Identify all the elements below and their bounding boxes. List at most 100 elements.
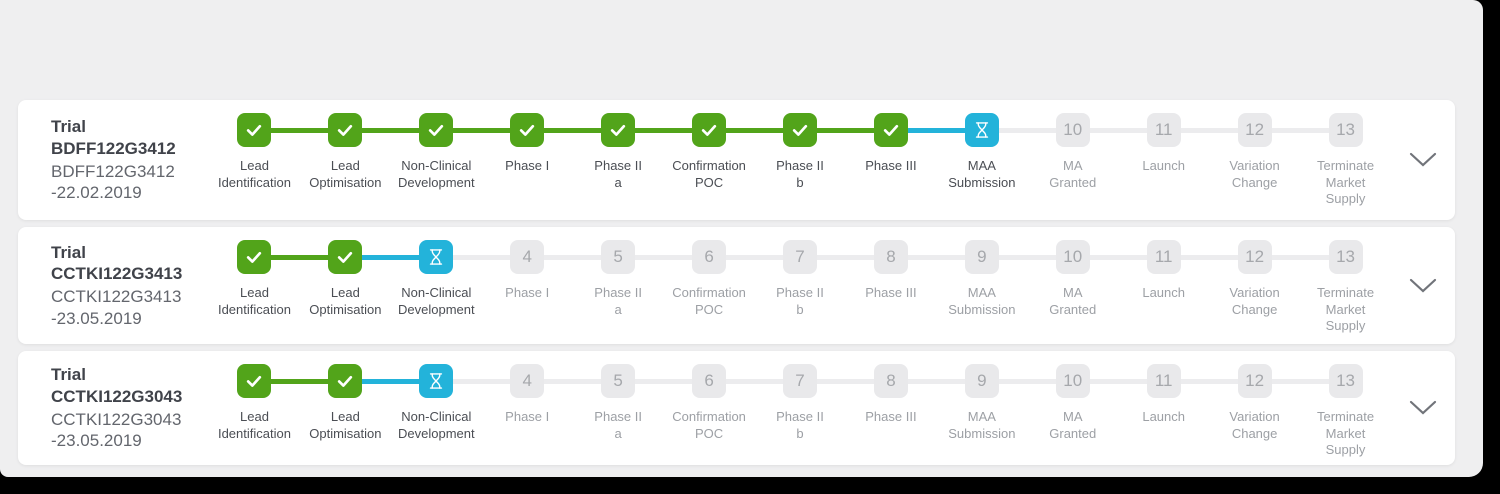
step-label: Lead Identification bbox=[217, 409, 291, 441]
step-label: Confirmation POC bbox=[672, 409, 746, 441]
step-connector bbox=[362, 378, 391, 384]
step-icon-row: 9 bbox=[936, 364, 1028, 398]
chevron-down-icon bbox=[1409, 152, 1437, 167]
step-icon-done[interactable] bbox=[237, 364, 272, 398]
step-number: 10 bbox=[1063, 120, 1083, 139]
step-icon-current[interactable] bbox=[964, 113, 999, 147]
step-icon-future[interactable]: 5 bbox=[601, 364, 636, 398]
step-icon-future[interactable]: 5 bbox=[601, 240, 636, 274]
check-icon bbox=[338, 124, 353, 136]
step-connector bbox=[544, 378, 573, 384]
step-label: Confirmation POC bbox=[672, 285, 746, 317]
step-icon-row: 4 bbox=[481, 364, 573, 398]
step-icon-future[interactable]: 7 bbox=[783, 364, 817, 398]
step-icon-done[interactable] bbox=[873, 113, 908, 147]
step-icon-done[interactable] bbox=[328, 364, 363, 398]
step-icon-future[interactable]: 8 bbox=[873, 364, 908, 398]
step-label: Phase III bbox=[865, 285, 917, 300]
step-icon-done[interactable] bbox=[601, 113, 636, 147]
step-icon-done[interactable] bbox=[783, 113, 817, 147]
step-connector bbox=[1209, 127, 1238, 133]
step-icon-future[interactable]: 10 bbox=[1055, 113, 1090, 147]
step-label: MA Granted bbox=[1049, 285, 1097, 317]
pipeline-step: Lead Identification bbox=[209, 113, 300, 191]
step-label: Phase II b bbox=[776, 158, 824, 190]
step-icon-future[interactable]: 4 bbox=[510, 364, 545, 398]
step-connector bbox=[1180, 127, 1210, 133]
step-icon-row: 4 bbox=[481, 240, 573, 274]
step-icon-future[interactable]: 8 bbox=[873, 240, 908, 274]
step-icon-done[interactable] bbox=[328, 240, 363, 274]
step-icon-row: 12 bbox=[1209, 240, 1301, 274]
step-connector bbox=[1180, 378, 1210, 384]
trial-card: Trial CCTKI122G3043 CCTKI122G3043 -23.05… bbox=[18, 351, 1455, 465]
step-icon-done[interactable] bbox=[328, 113, 363, 147]
step-connector bbox=[1027, 254, 1056, 260]
step-icon-future[interactable]: 12 bbox=[1237, 364, 1272, 398]
step-icon-future[interactable]: 13 bbox=[1328, 113, 1363, 147]
step-icon-future[interactable]: 9 bbox=[964, 364, 999, 398]
step-icon-future[interactable]: 7 bbox=[783, 240, 817, 274]
step-connector bbox=[817, 378, 846, 384]
step-connector bbox=[481, 127, 511, 133]
step-icon-done[interactable] bbox=[419, 113, 454, 147]
hourglass-icon bbox=[975, 122, 988, 138]
expand-chevron[interactable] bbox=[1391, 152, 1455, 168]
step-icon-done[interactable] bbox=[692, 113, 727, 147]
step-icon-future[interactable]: 13 bbox=[1328, 240, 1363, 274]
app-background: Trial BDFF122G3412 BDFF122G3412 -22.02.2… bbox=[0, 0, 1483, 477]
check-icon bbox=[338, 251, 353, 263]
step-number: 13 bbox=[1336, 247, 1355, 266]
step-icon-done[interactable] bbox=[237, 240, 272, 274]
trial-card-list: Trial BDFF122G3412 BDFF122G3412 -22.02.2… bbox=[18, 100, 1455, 465]
step-icon-current[interactable] bbox=[419, 240, 454, 274]
step-icon-future[interactable]: 6 bbox=[692, 364, 727, 398]
step-number: 9 bbox=[977, 247, 987, 266]
step-number: 4 bbox=[522, 371, 532, 390]
step-connector bbox=[1209, 378, 1238, 384]
step-icon-future[interactable]: 11 bbox=[1146, 240, 1181, 274]
step-icon-future[interactable]: 4 bbox=[510, 240, 545, 274]
step-icon-row: 11 bbox=[1118, 113, 1210, 147]
pipeline-step: Phase II b bbox=[754, 113, 846, 191]
step-icon-future[interactable]: 13 bbox=[1328, 364, 1363, 398]
step-icon-future[interactable]: 11 bbox=[1146, 113, 1181, 147]
step-connector bbox=[1271, 254, 1301, 260]
step-connector bbox=[1180, 254, 1210, 260]
chevron-down-icon bbox=[1409, 278, 1437, 292]
step-icon-row bbox=[209, 364, 300, 398]
hourglass-icon bbox=[430, 373, 443, 389]
step-icon-done[interactable] bbox=[237, 113, 272, 147]
step-icon-done[interactable] bbox=[510, 113, 545, 147]
step-icon-future[interactable]: 11 bbox=[1146, 364, 1181, 398]
step-icon-future[interactable]: 6 bbox=[692, 240, 727, 274]
step-connector bbox=[635, 378, 664, 384]
step-label: Phase III bbox=[865, 158, 917, 173]
step-number: 13 bbox=[1336, 120, 1355, 139]
step-number: 10 bbox=[1063, 371, 1083, 390]
step-icon-future[interactable]: 12 bbox=[1237, 113, 1272, 147]
step-connector bbox=[817, 254, 846, 260]
step-icon-future[interactable]: 10 bbox=[1055, 240, 1090, 274]
pipeline-step: Non-Clinical Development bbox=[390, 113, 482, 191]
step-icon-row: 6 bbox=[663, 240, 755, 274]
step-label: Terminate Market Supply bbox=[1316, 409, 1375, 458]
step-connector bbox=[754, 127, 783, 133]
step-icon-current[interactable] bbox=[419, 364, 454, 398]
expand-chevron[interactable] bbox=[1391, 400, 1455, 416]
step-icon-future[interactable]: 10 bbox=[1055, 364, 1090, 398]
expand-chevron[interactable] bbox=[1391, 278, 1455, 294]
step-icon-future[interactable]: 9 bbox=[964, 240, 999, 274]
step-label: Phase II a bbox=[594, 285, 642, 317]
check-icon bbox=[247, 124, 262, 136]
step-connector bbox=[936, 254, 965, 260]
step-icon-future[interactable]: 12 bbox=[1237, 240, 1272, 274]
check-icon bbox=[792, 124, 808, 136]
